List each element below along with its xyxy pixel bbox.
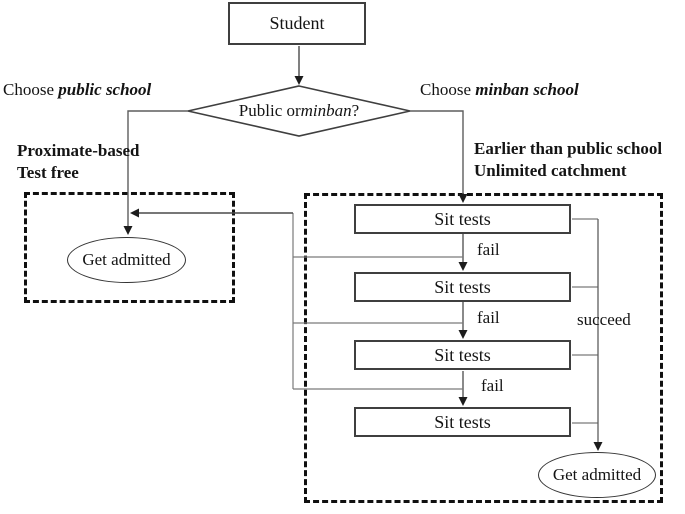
get-admitted-public-ellipse: Get admitted: [67, 237, 186, 283]
decision-text-suffix: ?: [351, 101, 360, 120]
get-admitted-minban-ellipse: Get admitted: [538, 452, 656, 498]
decision-text-italic: minban: [300, 101, 352, 120]
sit-tests-label: Sit tests: [434, 344, 491, 365]
arrowhead-down-icon: [458, 194, 468, 203]
minban-branch-line: [410, 110, 464, 197]
arrowhead-down-icon: [123, 226, 133, 235]
minban-note-catchment: Unlimited catchment: [474, 161, 627, 180]
arrowhead-down-icon: [593, 442, 603, 451]
public-note-proximate: Proximate-based: [17, 141, 140, 160]
choose-minban-emph: minban school: [475, 80, 579, 99]
sit-tests-label: Sit tests: [434, 276, 491, 297]
get-admitted-label: Get admitted: [82, 250, 171, 269]
student-node: Student: [228, 2, 366, 45]
public-school-dashed-box: [24, 192, 235, 303]
choose-public-emph: public school: [58, 80, 152, 99]
sit-tests-box-4: Sit tests: [354, 407, 571, 437]
sit-tests-box-3: Sit tests: [354, 340, 571, 370]
fail-label-3: fail: [481, 376, 504, 395]
arrowhead-down-icon: [458, 330, 468, 339]
minban-school-dashed-box: [304, 193, 663, 503]
arrowhead-down-icon: [458, 262, 468, 271]
decision-diamond: [187, 85, 411, 137]
student-node-label: Student: [269, 13, 325, 33]
choose-public-prefix: Choose: [3, 80, 59, 99]
choose-minban-prefix: Choose: [420, 80, 476, 99]
fail-label-2: fail: [477, 308, 500, 327]
succeed-label: succeed: [577, 310, 631, 329]
arrowhead-down-icon: [294, 76, 304, 85]
decision-text: Public or: [238, 101, 301, 120]
get-admitted-label: Get admitted: [552, 465, 642, 484]
sit-tests-label: Sit tests: [434, 411, 491, 432]
public-note-testfree: Test free: [17, 163, 79, 182]
choose-public-label: Choose public school: [3, 80, 151, 100]
minban-note-earlier: Earlier than public school: [474, 139, 663, 158]
fail-label-1: fail: [477, 240, 500, 259]
sit-tests-box-2: Sit tests: [354, 272, 571, 302]
choose-minban-label: Choose minban school: [420, 80, 579, 100]
decision-label: Public or minban?: [188, 88, 410, 134]
sit-tests-label: Sit tests: [434, 208, 491, 229]
public-branch-line: [127, 110, 188, 228]
arrowhead-left-icon: [130, 208, 139, 218]
sit-tests-box-1: Sit tests: [354, 204, 571, 234]
arrowhead-down-icon: [458, 397, 468, 406]
